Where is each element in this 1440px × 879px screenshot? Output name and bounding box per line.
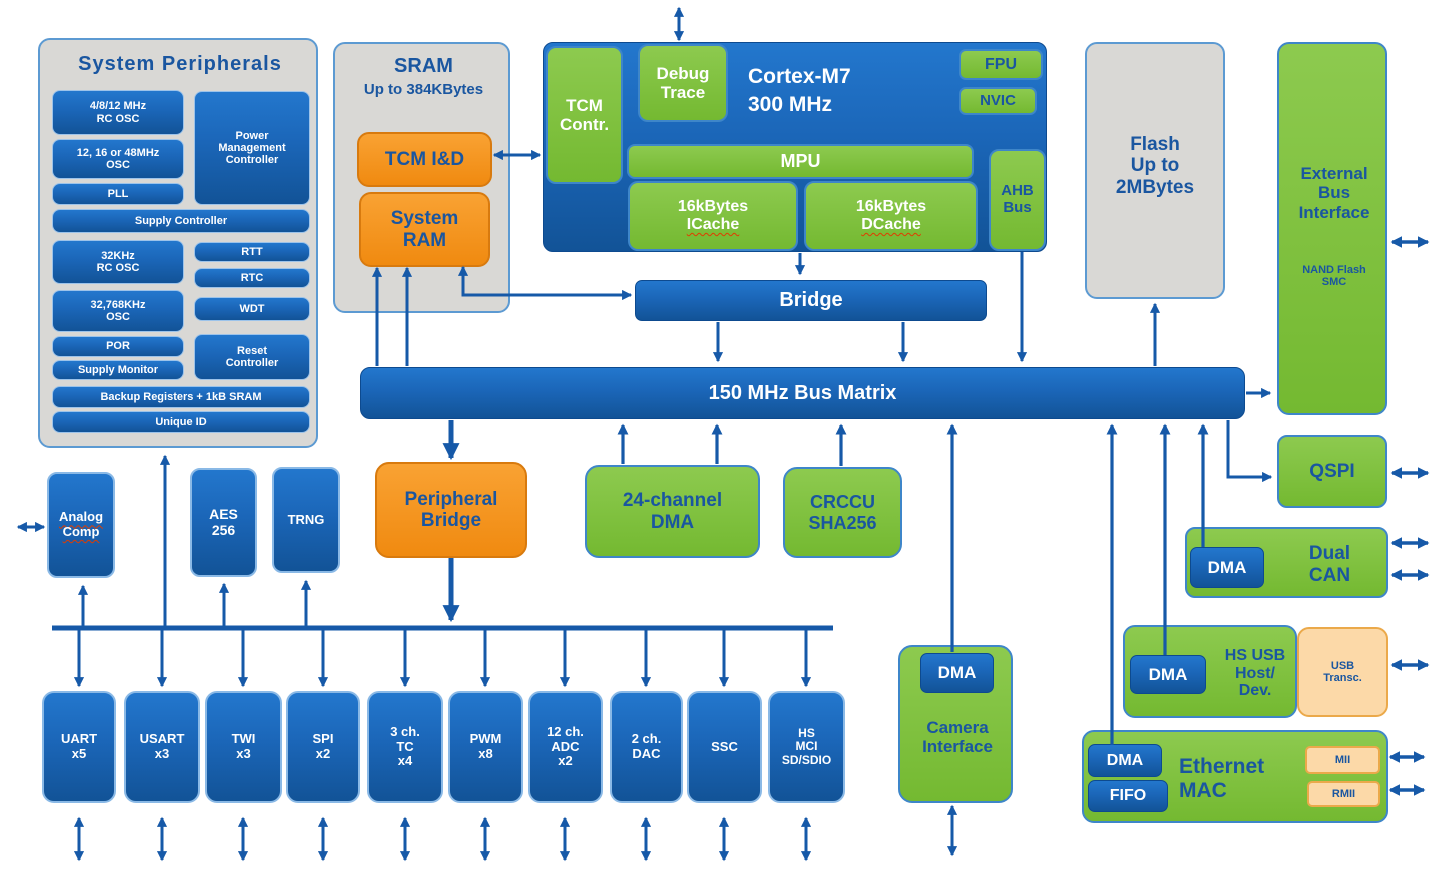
dcache-size: 16kBytes bbox=[855, 198, 927, 216]
rc32-osc-block: 32KHz RC OSC bbox=[52, 240, 184, 284]
supply-monitor-block: Supply Monitor bbox=[52, 360, 184, 380]
cortex-m7-block: TCM Contr. Debug Trace Cortex-M7 300 MHz… bbox=[543, 42, 1047, 252]
fpu-block: FPU bbox=[959, 49, 1043, 80]
external-bus-interface-block: External Bus Interface NAND Flash SMC bbox=[1277, 42, 1387, 415]
wdt-block: WDT bbox=[194, 297, 310, 321]
por-block: POR bbox=[52, 336, 184, 357]
bus-matrix-block: 150 MHz Bus Matrix bbox=[360, 367, 1245, 419]
rc-osc-block: 4/8/12 MHz RC OSC bbox=[52, 90, 184, 135]
mpu-block: MPU bbox=[627, 144, 974, 179]
rtc-block: RTC bbox=[194, 268, 310, 288]
icache-size: 16kBytes bbox=[677, 198, 749, 216]
camera-interface-block: DMA Camera Interface bbox=[898, 645, 1013, 803]
camera-interface-label: Camera Interface bbox=[922, 717, 993, 756]
sram-subtitle: Up to 384KBytes bbox=[363, 80, 484, 98]
system-ram-block: System RAM bbox=[359, 192, 490, 267]
peripheral-adc: 12 ch. ADC x2 bbox=[528, 691, 603, 803]
unique-id-block: Unique ID bbox=[52, 411, 310, 433]
camera-dma-chip: DMA bbox=[920, 653, 994, 693]
peripheral-pwm: PWM x8 bbox=[448, 691, 523, 803]
system-peripherals-panel: System Peripherals 4/8/12 MHz RC OSC 12,… bbox=[38, 38, 318, 448]
usb-transceiver-block: USB Transc. bbox=[1297, 627, 1388, 717]
power-management-controller-block: Power Management Controller bbox=[194, 91, 310, 205]
peripheral-uart: UART x5 bbox=[42, 691, 116, 803]
cortex-title: Cortex-M7 bbox=[748, 65, 851, 88]
flash-block: Flash Up to 2MBytes bbox=[1085, 42, 1225, 299]
main-osc-block: 12, 16 or 48MHz OSC bbox=[52, 139, 184, 179]
crccu-sha256-block: CRCCU SHA256 bbox=[783, 467, 902, 558]
connector bbox=[1226, 420, 1273, 483]
dual-can-label: Dual CAN bbox=[1308, 543, 1351, 586]
peripheral-bridge-block: Peripheral Bridge bbox=[375, 462, 527, 558]
aes-block: AES 256 bbox=[190, 468, 257, 577]
ebi-title: External Bus Interface bbox=[1298, 164, 1370, 222]
backup-registers-block: Backup Registers + 1kB SRAM bbox=[52, 386, 310, 408]
nvic-block: NVIC bbox=[959, 87, 1037, 115]
cortex-frequency: 300 MHz bbox=[748, 93, 833, 116]
dma-24ch-block: 24-channel DMA bbox=[585, 465, 760, 558]
ahb-bus-block: AHB Bus bbox=[989, 149, 1046, 251]
peripheral-dac: 2 ch. DAC bbox=[610, 691, 683, 803]
sram-panel: SRAM Up to 384KBytes TCM I&D System RAM bbox=[333, 42, 510, 313]
analog-comparator-block: Analog Comp bbox=[47, 472, 115, 578]
icache-name: ICache bbox=[686, 216, 740, 233]
pll-block: PLL bbox=[52, 183, 184, 205]
peripheral-spi: SPI x2 bbox=[286, 691, 360, 803]
sram-title: SRAM bbox=[394, 54, 453, 77]
can-dma-chip: DMA bbox=[1190, 547, 1264, 588]
peripheral-usart: USART x3 bbox=[124, 691, 200, 803]
bridge-block: Bridge bbox=[635, 280, 987, 321]
icache-block: 16kBytes ICache bbox=[628, 181, 798, 251]
ethernet-dma-chip: DMA bbox=[1088, 744, 1162, 777]
ethernet-mac-label: Ethernet MAC bbox=[1179, 754, 1265, 802]
rtt-block: RTT bbox=[194, 242, 310, 262]
tcm-id-block: TCM I&D bbox=[357, 132, 492, 187]
ebi-subtitle: NAND Flash SMC bbox=[1302, 263, 1366, 288]
usb-dma-chip: DMA bbox=[1130, 655, 1206, 694]
osc32-block: 32,768KHz OSC bbox=[52, 290, 184, 332]
peripheral-ssc: SSC bbox=[687, 691, 762, 803]
hs-usb-block: DMA HS USB Host/ Dev. bbox=[1123, 625, 1297, 718]
tcm-controller-block: TCM Contr. bbox=[546, 46, 623, 184]
peripheral-tc: 3 ch. TC x4 bbox=[367, 691, 443, 803]
rmii-chip: RMII bbox=[1307, 781, 1380, 807]
ethernet-mac-block: DMA FIFO Ethernet MAC MII RMII bbox=[1082, 730, 1388, 823]
debug-trace-block: Debug Trace bbox=[638, 44, 728, 122]
hs-usb-label: HS USB Host/ Dev. bbox=[1224, 646, 1286, 700]
cortex-title-group: Cortex-M7 300 MHz bbox=[748, 65, 978, 121]
trng-block: TRNG bbox=[272, 467, 340, 573]
mii-chip: MII bbox=[1305, 746, 1380, 774]
dual-can-block: DMA Dual CAN bbox=[1185, 527, 1388, 598]
dcache-block: 16kBytes DCache bbox=[804, 181, 978, 251]
peripheral-mci: HS MCI SD/SDIO bbox=[768, 691, 845, 803]
system-peripherals-title: System Peripherals bbox=[78, 52, 282, 75]
reset-controller-block: Reset Controller bbox=[194, 334, 310, 380]
qspi-block: QSPI bbox=[1277, 435, 1387, 508]
supply-controller-block: Supply Controller bbox=[52, 209, 310, 233]
dcache-name: DCache bbox=[861, 216, 921, 233]
ethernet-fifo-chip: FIFO bbox=[1088, 780, 1168, 812]
peripheral-twi: TWI x3 bbox=[205, 691, 282, 803]
